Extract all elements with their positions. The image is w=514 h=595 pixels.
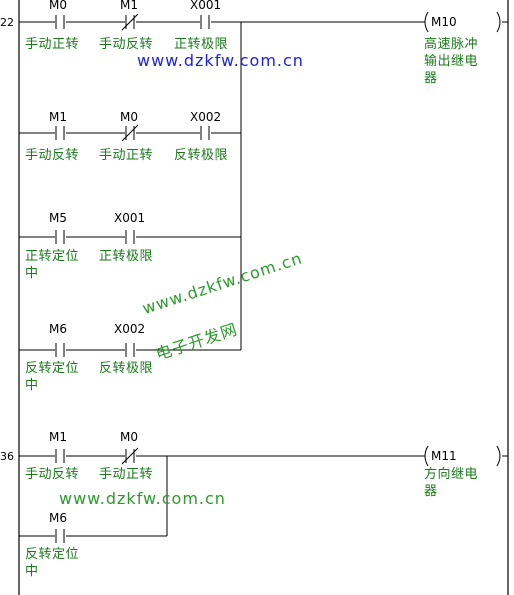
contact-no <box>55 529 65 543</box>
contact-no <box>55 230 65 244</box>
contact-label: 手动正转 <box>99 467 154 482</box>
contact-address: M1 <box>120 0 138 12</box>
contact-nc <box>121 124 139 142</box>
contact-label: 正转定位中 <box>25 249 80 281</box>
contact-address: X001 <box>190 0 222 12</box>
step-number: 36 <box>0 450 14 463</box>
contact-label: 手动正转 <box>99 148 154 163</box>
contact-no <box>200 15 210 29</box>
contact-no <box>125 230 135 244</box>
contact-label: 反转极限 <box>99 361 154 376</box>
contact-address: M1 <box>49 110 67 124</box>
contact-label: 手动反转 <box>99 37 154 52</box>
coil-label: 高速脉冲输出继电器 <box>424 37 479 86</box>
contact-label: 手动反转 <box>25 148 80 163</box>
contact-address: M0 <box>120 110 138 124</box>
contact-address: X002 <box>114 322 146 336</box>
contact-address: M0 <box>120 430 138 444</box>
coil-m11 <box>424 445 508 467</box>
contact-address: M5 <box>49 211 67 225</box>
coil-address: M11 <box>431 449 457 463</box>
contact-label: 手动正转 <box>25 37 80 52</box>
contact-label: 正转极限 <box>99 249 154 264</box>
contact-label: 正转极限 <box>174 37 229 52</box>
contact-no <box>55 126 65 140</box>
contact-address: X002 <box>190 110 222 124</box>
step-number: 22 <box>0 16 14 29</box>
contact-label: 手动反转 <box>25 467 80 482</box>
contact-label: 反转极限 <box>174 148 229 163</box>
contact-label: 反转定位中 <box>25 547 80 579</box>
contact-nc <box>121 447 139 465</box>
coil-address: M10 <box>431 15 457 29</box>
contact-address: M6 <box>49 511 67 525</box>
contact-address: X001 <box>114 211 146 225</box>
coil-m10 <box>424 11 508 33</box>
watermark-text: www.dzkfw.com.cn <box>59 489 226 508</box>
contact-no <box>125 343 135 357</box>
contact-address: M0 <box>49 0 67 12</box>
contact-address: M1 <box>49 430 67 444</box>
contact-no <box>55 15 65 29</box>
watermark-text: www.dzkfw.com.cn <box>137 51 304 70</box>
contact-no <box>200 126 210 140</box>
coil-label: 方向继电器 <box>424 467 479 499</box>
contact-nc <box>121 13 139 31</box>
contact-no <box>55 449 65 463</box>
contact-address: M6 <box>49 322 67 336</box>
contact-label: 反转定位中 <box>25 361 80 393</box>
contact-no <box>55 343 65 357</box>
